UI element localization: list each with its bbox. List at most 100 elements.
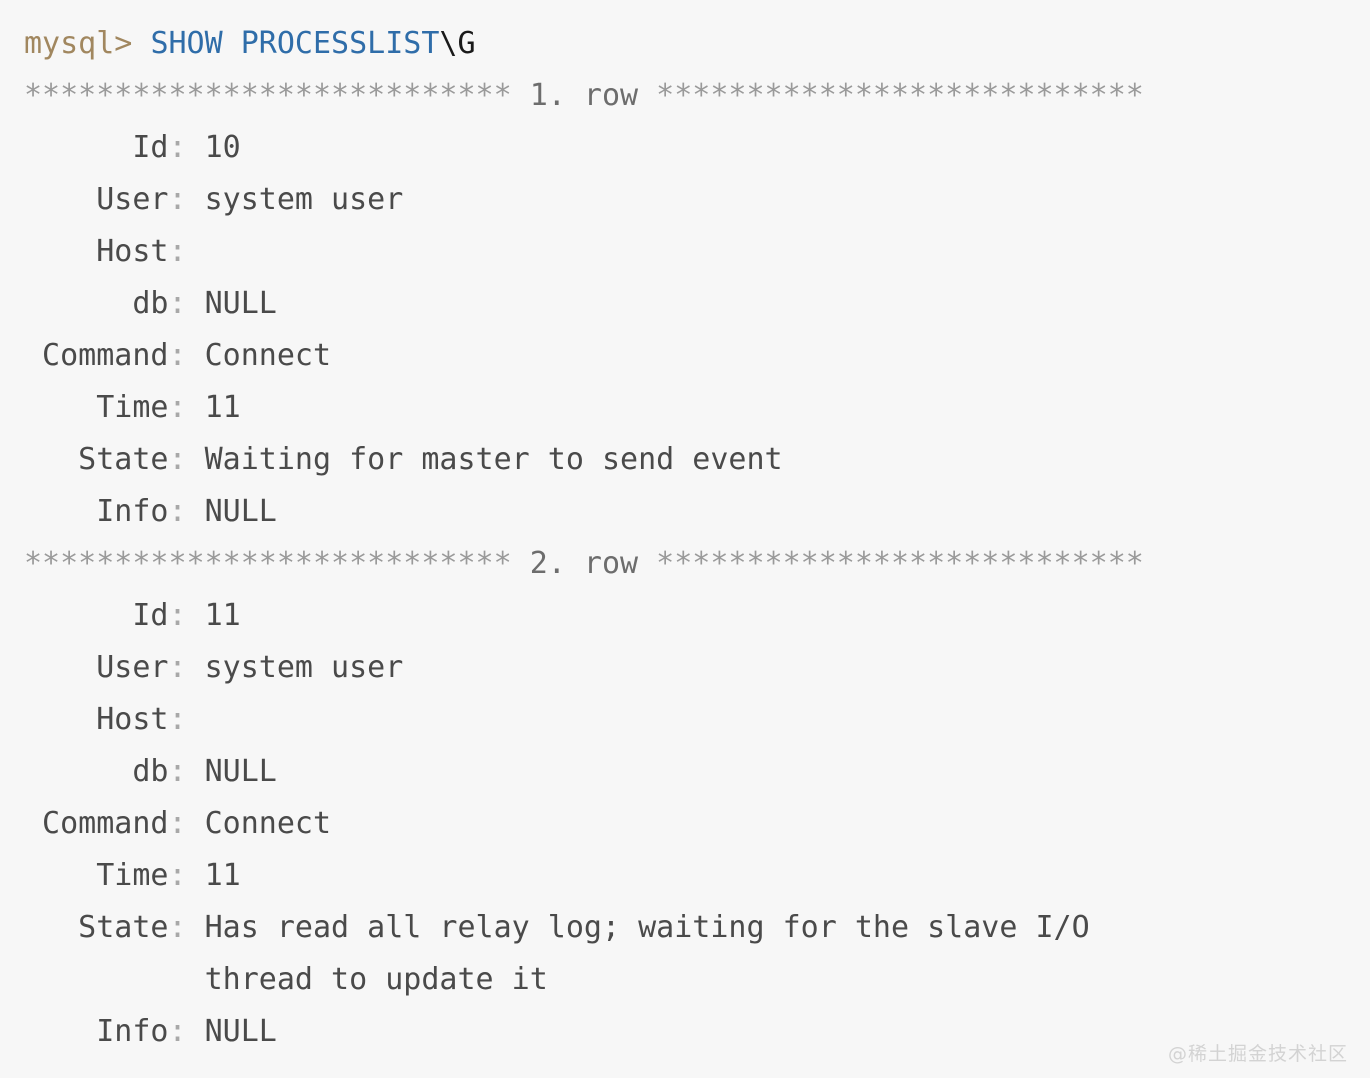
separator-gap-left xyxy=(512,546,530,581)
field-value-time: 11 xyxy=(204,390,241,425)
field-label-spacer xyxy=(24,954,168,1006)
field-label-time: Time xyxy=(96,858,169,893)
field-pad xyxy=(187,858,205,893)
row-separator-1: *************************** 1. row *****… xyxy=(24,70,1370,122)
field-label-state: State xyxy=(78,910,169,945)
field-colon: : xyxy=(168,702,187,737)
field-pad xyxy=(187,338,205,373)
field-value-info: NULL xyxy=(204,1014,277,1049)
field-label-db: db xyxy=(132,754,169,789)
field-colon: : xyxy=(168,1014,187,1049)
field-value-info: NULL xyxy=(204,494,277,529)
field-colon: : xyxy=(168,598,187,633)
field-row-info: Info: NULL xyxy=(24,486,1370,538)
field-row-state: State: Has read all relay log; waiting f… xyxy=(24,902,1370,954)
field-row-id: Id: 10 xyxy=(24,122,1370,174)
field-colon: : xyxy=(168,182,187,217)
field-colon: : xyxy=(168,286,187,321)
field-row-time: Time: 11 xyxy=(24,850,1370,902)
field-value-time: 11 xyxy=(204,858,241,893)
field-row-host: Host: xyxy=(24,226,1370,278)
site-watermark: @稀土掘金技术社区 xyxy=(1167,1043,1348,1065)
field-row-state: State: Waiting for master to send event xyxy=(24,434,1370,486)
field-pad xyxy=(187,494,205,529)
field-pad xyxy=(187,390,205,425)
field-label-id: Id xyxy=(132,130,169,165)
field-pad xyxy=(187,910,205,945)
field-row-db: db: NULL xyxy=(24,278,1370,330)
field-row-id: Id: 11 xyxy=(24,590,1370,642)
field-value-state: Has read all relay log; waiting for the … xyxy=(204,910,1090,945)
field-colon: : xyxy=(168,130,187,165)
field-pad xyxy=(187,1014,205,1049)
field-label-state: State xyxy=(78,442,169,477)
vertical-output-terminator: \G xyxy=(439,26,476,61)
row-index-label-1: 1. row xyxy=(529,78,639,113)
field-label-id: Id xyxy=(132,598,169,633)
field-row-user: User: system user xyxy=(24,642,1370,694)
field-row-command: Command: Connect xyxy=(24,798,1370,850)
separator-stars-right: *************************** xyxy=(656,546,1144,581)
field-colon: : xyxy=(168,234,187,269)
separator-gap-left xyxy=(512,78,530,113)
field-colon: : xyxy=(168,650,187,685)
field-pad xyxy=(187,754,205,789)
field-value-id: 11 xyxy=(204,598,241,633)
field-pad xyxy=(187,182,205,217)
row-separator-2: *************************** 2. row *****… xyxy=(24,538,1370,590)
separator-gap-right xyxy=(638,78,656,113)
field-value-command: Connect xyxy=(204,806,332,841)
row-index-label-2: 2. row xyxy=(529,546,639,581)
field-label-host: Host xyxy=(96,702,169,737)
field-pad xyxy=(187,702,205,737)
field-pad xyxy=(187,130,205,165)
field-label-command: Command xyxy=(42,806,169,841)
field-colon: : xyxy=(168,910,187,945)
field-row-command: Command: Connect xyxy=(24,330,1370,382)
field-pad xyxy=(187,234,205,269)
field-colon: : xyxy=(168,338,187,373)
separator-stars-right: *************************** xyxy=(656,78,1144,113)
mysql-prompt: mysql> xyxy=(24,26,133,61)
field-value-state-continued: thread to update it xyxy=(204,962,548,997)
field-colon-spacer xyxy=(168,962,186,997)
field-row-state-continuation: thread to update it xyxy=(24,954,1370,1006)
command-line: mysql> SHOW PROCESSLIST\G xyxy=(24,18,1370,70)
field-value-user: system user xyxy=(204,650,404,685)
field-pad xyxy=(187,442,205,477)
field-value-command: Connect xyxy=(204,338,332,373)
field-colon: : xyxy=(168,494,187,529)
sql-keyword-show-processlist: SHOW PROCESSLIST xyxy=(150,26,440,61)
field-value-user: system user xyxy=(204,182,404,217)
field-pad xyxy=(187,806,205,841)
separator-gap-right xyxy=(638,546,656,581)
separator-stars-left: *************************** xyxy=(24,78,512,113)
field-label-info: Info xyxy=(96,1014,169,1049)
separator-stars-left: *************************** xyxy=(24,546,512,581)
field-colon: : xyxy=(168,390,187,425)
field-pad xyxy=(187,650,205,685)
prompt-space xyxy=(132,26,150,61)
field-colon: : xyxy=(168,858,187,893)
field-label-user: User xyxy=(96,182,169,217)
field-value-db: NULL xyxy=(204,754,277,789)
field-row-host: Host: xyxy=(24,694,1370,746)
field-colon: : xyxy=(168,806,187,841)
field-row-time: Time: 11 xyxy=(24,382,1370,434)
field-value-id: 10 xyxy=(204,130,241,165)
field-value-state: Waiting for master to send event xyxy=(204,442,783,477)
field-label-user: User xyxy=(96,650,169,685)
terminal-lines: mysql> SHOW PROCESSLIST\G **************… xyxy=(24,18,1370,1058)
field-label-info: Info xyxy=(96,494,169,529)
field-pad xyxy=(187,962,205,997)
field-row-info: Info: NULL xyxy=(24,1006,1370,1058)
field-row-db: db: NULL xyxy=(24,746,1370,798)
field-colon: : xyxy=(168,754,187,789)
field-row-user: User: system user xyxy=(24,174,1370,226)
field-colon: : xyxy=(168,442,187,477)
field-pad xyxy=(187,286,205,321)
field-pad xyxy=(187,598,205,633)
field-label-db: db xyxy=(132,286,169,321)
field-label-time: Time xyxy=(96,390,169,425)
